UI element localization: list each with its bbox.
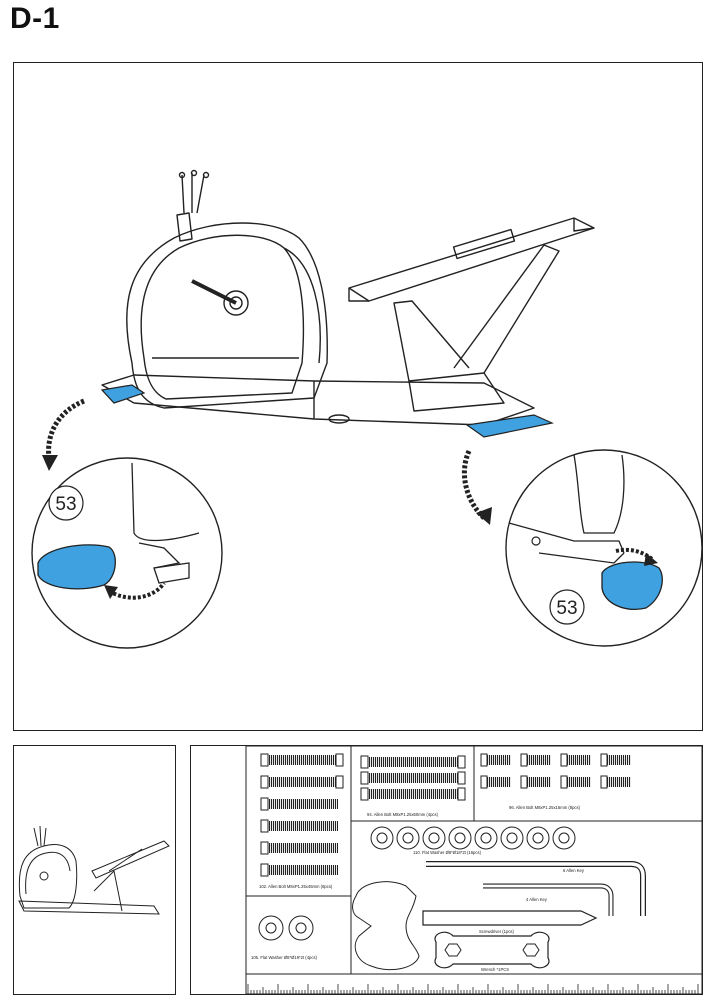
console-stem <box>176 212 193 242</box>
callout-53-right: 53 <box>556 598 577 619</box>
wrench <box>434 931 550 969</box>
end-cap-detail-left <box>37 544 116 590</box>
label-allen-key-large: 6 Allen Key <box>563 868 585 873</box>
washers-110 <box>370 826 576 850</box>
arrow-right <box>461 449 486 520</box>
callout-53-left: 53 <box>55 494 76 515</box>
washers-105 <box>258 915 314 941</box>
bolts-94 <box>360 755 466 801</box>
step-title: D-1 <box>10 2 60 35</box>
bike-assembly-illustration: 53 53 <box>31 169 702 649</box>
bolts-102 <box>260 753 344 877</box>
body-shroud <box>126 222 328 409</box>
label-96: 96. Allen Bolt M8xP1.25x16mm (8pcs) <box>509 805 581 810</box>
seat-post <box>393 300 470 382</box>
screwdriver <box>422 910 598 926</box>
callout-circle-right <box>549 589 585 625</box>
overview-panel <box>13 745 176 995</box>
end-cap-detail-right <box>601 561 663 610</box>
base-frame <box>101 374 535 426</box>
end-cap-front <box>100 384 146 404</box>
bike-overview-illustration <box>18 825 170 915</box>
label-wrench: Wrench *1PCS <box>481 967 509 972</box>
arrow-left <box>46 398 86 459</box>
label-110: 110. Flat Washer Ø8*Ø18*2t (16pcs) <box>413 850 482 855</box>
ruler-ticks <box>247 984 699 994</box>
wrench-outline <box>352 881 420 971</box>
hardware-panel: 102. Allen Bolt M8xP1.25x45mm (8pcs) 94.… <box>190 745 703 995</box>
label-screwdriver: Screwdriver (1pcs) <box>479 929 515 934</box>
end-cap-rear <box>465 414 554 438</box>
label-105: 105. Flat Washer Ø8*Ø19*2t (4pcs) <box>251 955 318 960</box>
seat-rail <box>348 217 595 302</box>
label-102: 102. Allen Bolt M8xP1.25x45mm (8pcs) <box>259 884 333 889</box>
callout-circle-left <box>48 485 84 521</box>
main-assembly-panel: 53 53 <box>13 62 703 731</box>
label-allen-key-small: 4 Allen Key <box>526 897 548 902</box>
hardware-illustration: 102. Allen Bolt M8xP1.25x45mm (8pcs) 94.… <box>245 746 702 994</box>
bolts-96 <box>480 753 631 789</box>
ruler <box>245 973 702 994</box>
detail-circle-right <box>505 449 702 647</box>
label-94: 94. Allen Bolt M8xP1.25x60mm (4pcs) <box>367 812 439 817</box>
